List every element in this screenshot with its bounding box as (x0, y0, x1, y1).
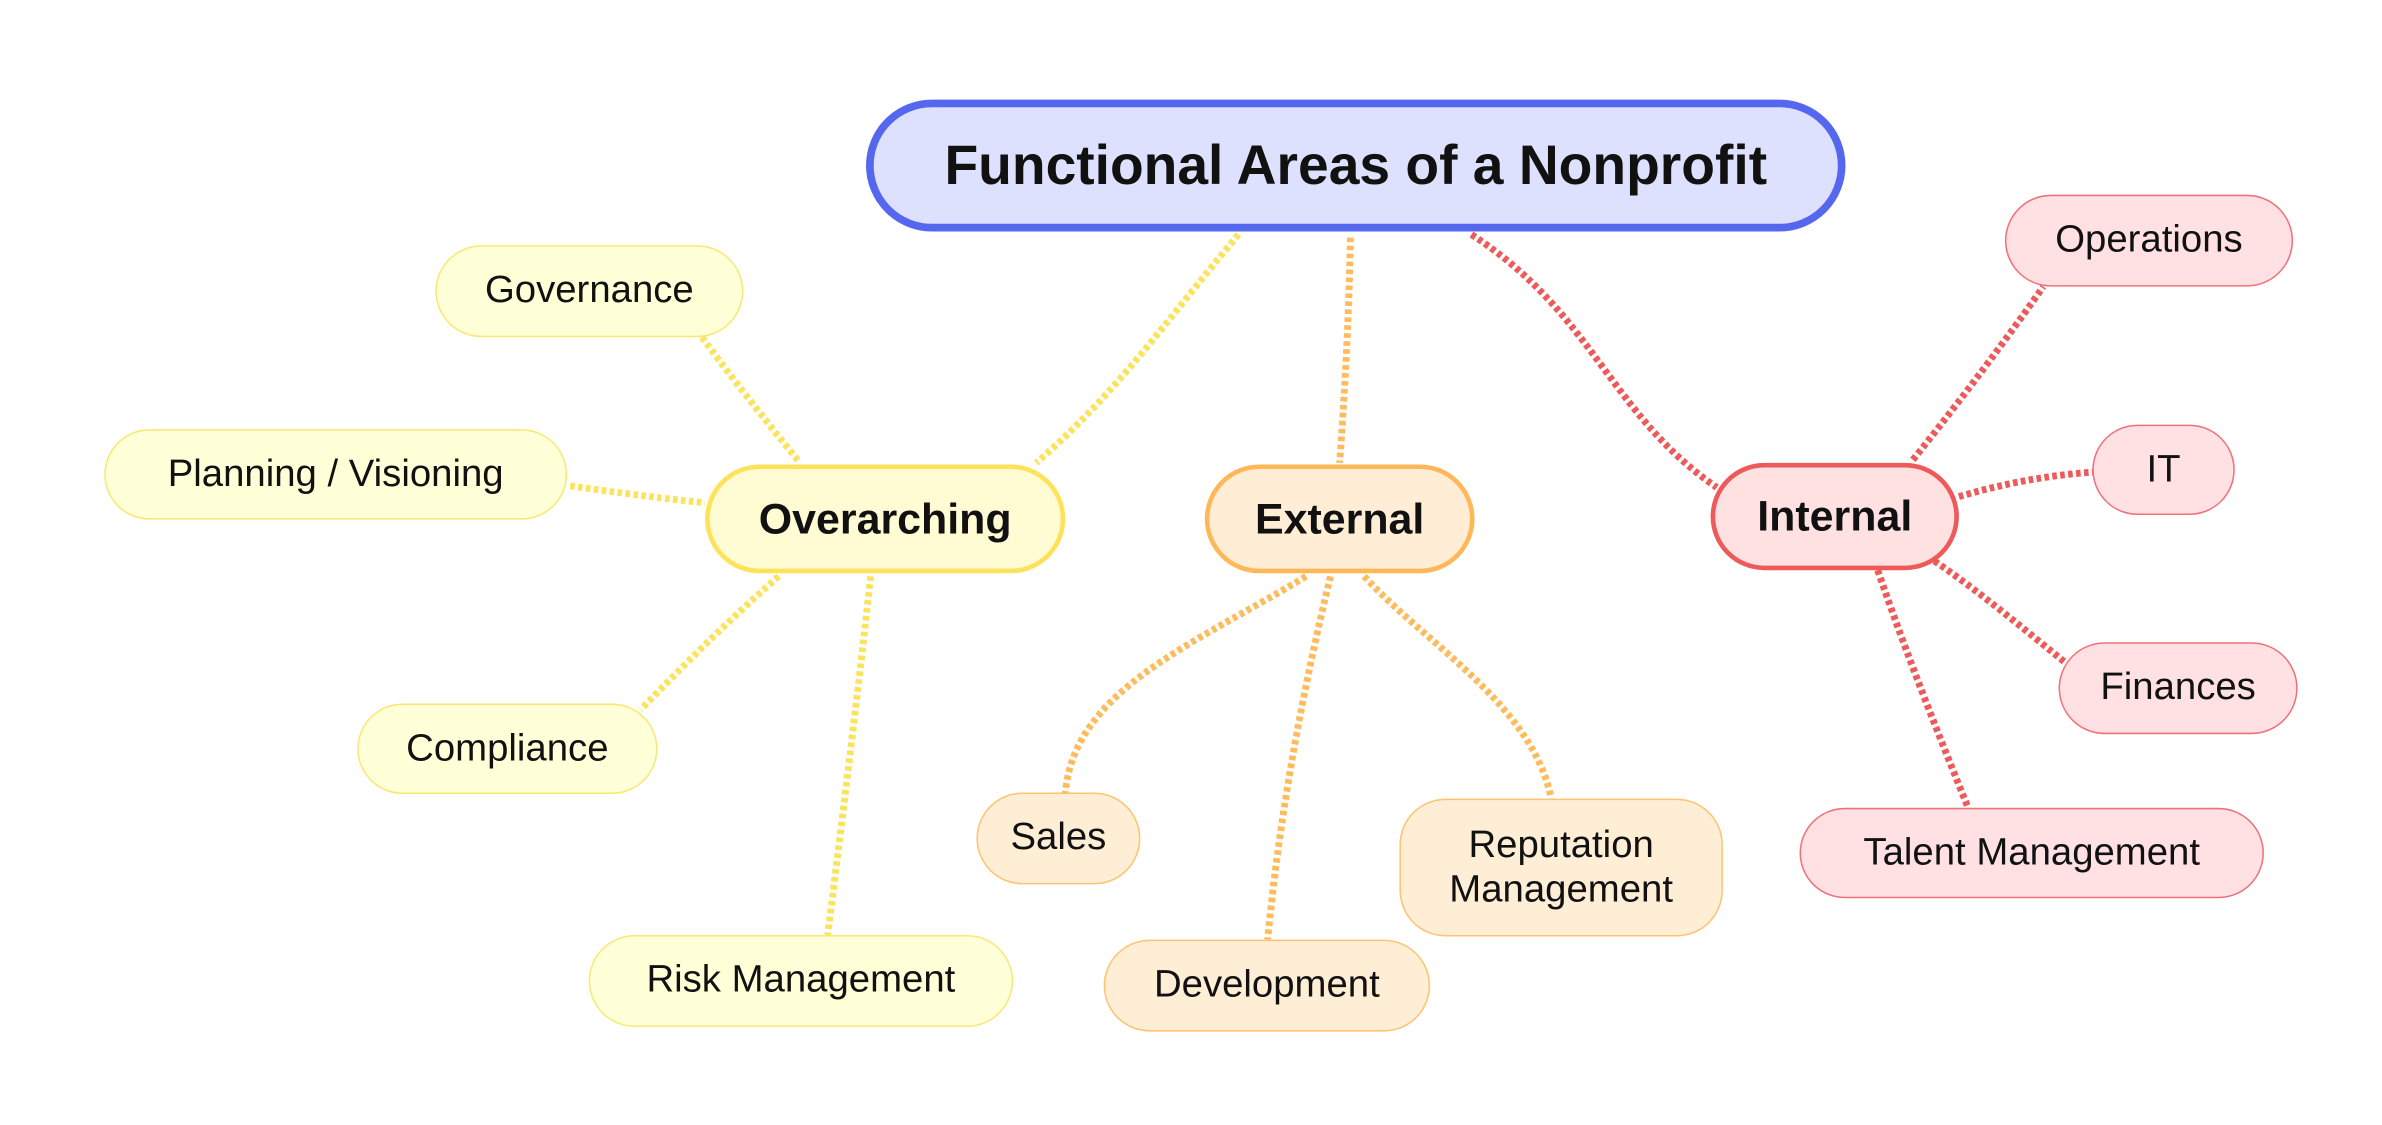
link-overarching-planning (569, 482, 706, 507)
leaf-talent-management[interactable]: Talent Management (1799, 807, 2264, 899)
root-topic[interactable]: Functional Areas of a Nonprofit (866, 99, 1846, 232)
branch-overarching[interactable]: Overarching (705, 464, 1066, 574)
link-external-development (1264, 575, 1334, 940)
leaf-operations[interactable]: Operations (2004, 194, 2294, 287)
link-internal-talent (1874, 569, 1972, 810)
leaf-sales[interactable]: Sales (976, 792, 1141, 885)
link-root-internal (1469, 231, 1719, 491)
link-overarching-compliance (638, 573, 781, 713)
link-root-external (1336, 237, 1354, 464)
link-external-reputation (1361, 574, 1555, 800)
leaf-reputation-management[interactable]: Reputation Management (1399, 798, 1723, 937)
link-internal-finances (1932, 558, 2067, 665)
link-internal-operations (1910, 284, 2047, 462)
leaf-compliance[interactable]: Compliance (357, 703, 658, 794)
leaf-it[interactable]: IT (2092, 424, 2235, 516)
link-overarching-governance (699, 335, 803, 466)
leaf-finances[interactable]: Finances (2058, 642, 2298, 735)
leaf-development[interactable]: Development (1103, 939, 1431, 1032)
link-internal-it (1957, 468, 2095, 500)
leaf-risk-management[interactable]: Risk Management (588, 935, 1014, 1027)
branch-external[interactable]: External (1204, 464, 1475, 574)
branch-internal[interactable]: Internal (1710, 462, 1959, 571)
link-overarching-risk (824, 575, 875, 936)
leaf-governance[interactable]: Governance (435, 245, 744, 338)
link-root-overarching (1033, 232, 1242, 466)
leaf-planning-visioning[interactable]: Planning / Visioning (104, 429, 568, 520)
link-external-sales (1061, 573, 1308, 795)
